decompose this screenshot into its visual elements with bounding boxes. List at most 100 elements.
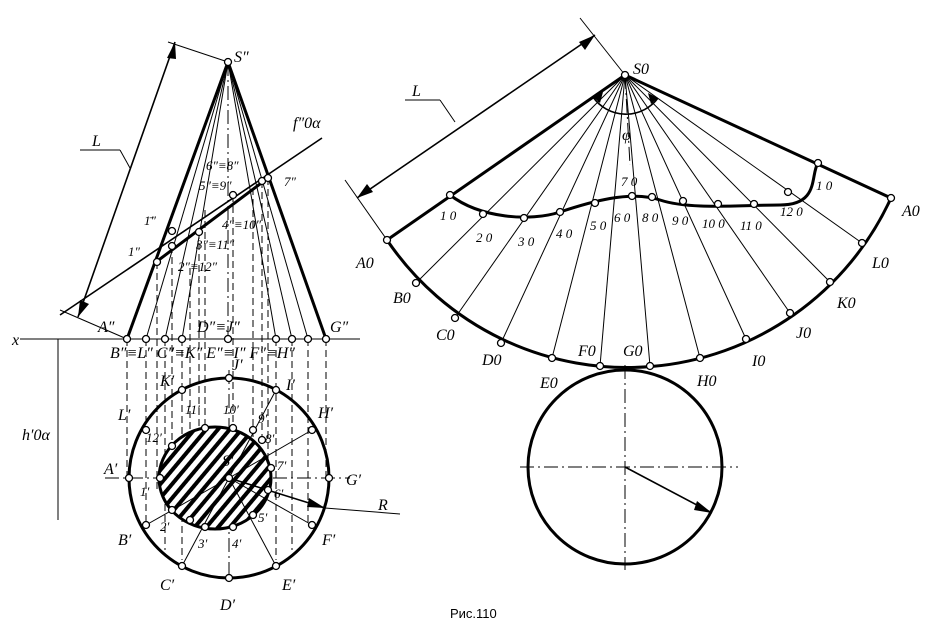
label-arc-6: G0 bbox=[623, 343, 643, 360]
label-curve-6: 7 0 bbox=[621, 174, 638, 189]
label-inner-4: 5′ bbox=[258, 510, 268, 525]
top-outer-points bbox=[124, 373, 334, 583]
dev-ext-left bbox=[344, 179, 388, 241]
label-outer-6: G′ bbox=[346, 472, 362, 489]
label-arc-12: A0 bbox=[901, 203, 920, 220]
development-section-curve bbox=[449, 162, 820, 219]
label-arc-7: H0 bbox=[696, 373, 717, 390]
L-leader bbox=[119, 149, 131, 169]
label-curve-5: 6 0 bbox=[614, 210, 631, 225]
label-outer-11: L′ bbox=[117, 407, 131, 424]
label-x-axis: x bbox=[11, 332, 19, 349]
label-outer-5: F′ bbox=[321, 532, 336, 549]
label-trace-top: h′0α bbox=[22, 427, 51, 444]
label-section-4: 3″≡11″ bbox=[195, 237, 235, 252]
label-outer-2: C′ bbox=[160, 577, 175, 594]
figure-caption: Рис.110 bbox=[450, 606, 497, 621]
label-apex-dev: S0 bbox=[633, 61, 649, 78]
label-base-right: G″ bbox=[330, 319, 349, 336]
label-section-6: 1″ bbox=[128, 244, 141, 259]
development-arc-points bbox=[382, 70, 896, 371]
label-outer-3: D′ bbox=[219, 597, 236, 614]
label-arc-10: K0 bbox=[836, 295, 856, 312]
label-inner-8: 9′ bbox=[258, 411, 268, 426]
label-length-front: L bbox=[91, 133, 101, 150]
label-curve-2: 3 0 bbox=[517, 234, 535, 249]
label-outer-7: H′ bbox=[317, 405, 334, 422]
top-inner-points bbox=[155, 423, 276, 532]
label-section-3: 4″≡10″ bbox=[222, 217, 262, 232]
label-curve-11: 12 0 bbox=[780, 204, 803, 219]
label-outer-0: A′ bbox=[103, 461, 118, 478]
development-axis bbox=[624, 74, 631, 166]
label-outer-1: B′ bbox=[118, 532, 132, 549]
label-outer-8: I′ bbox=[285, 377, 295, 394]
label-section-7: 1̄″ bbox=[144, 213, 157, 228]
extension-line-bottom bbox=[59, 309, 128, 340]
label-inner-2: 3′ bbox=[197, 536, 208, 551]
label-outer-9: J′ bbox=[232, 357, 243, 374]
label-arc-11: L0 bbox=[871, 255, 889, 272]
label-inner-5: 6′ bbox=[274, 486, 284, 501]
dev-ext-right bbox=[579, 17, 626, 76]
label-curve-9: 10 0 bbox=[702, 216, 725, 231]
label-curve-1: 2 0 bbox=[476, 230, 493, 245]
label-inner-1: 2′ bbox=[160, 519, 170, 534]
label-arc-3: D0 bbox=[481, 352, 502, 369]
label-arc-1: B0 bbox=[393, 290, 411, 307]
label-base-row: B″≡L″ C″≡K″ E″≡I″ F″≡H″ bbox=[110, 345, 295, 362]
label-apex-front: S″ bbox=[234, 49, 249, 66]
label-arc-9: J0 bbox=[796, 325, 811, 342]
label-outer-4: E′ bbox=[281, 577, 296, 594]
label-section-5: 2″≡12″ bbox=[178, 259, 218, 274]
label-base-mid: D″≡J″ bbox=[196, 319, 240, 336]
label-radius: R bbox=[377, 497, 388, 514]
label-angle: φ bbox=[622, 127, 631, 144]
label-curve-4: 5 0 bbox=[590, 218, 607, 233]
label-inner-10: 11′ bbox=[185, 402, 200, 417]
label-outer-10: K′ bbox=[159, 373, 175, 390]
cone-generators bbox=[145, 61, 309, 340]
development-view: S0 φ L A0 B0 C0 D0 E0 F0 G0 H0 I0 J0 K0 … bbox=[344, 17, 920, 570]
label-section-2: 7″ bbox=[284, 174, 297, 189]
dev-L-leader bbox=[439, 99, 456, 123]
label-base-left: A″ bbox=[97, 319, 115, 336]
label-inner-6: 7′ bbox=[277, 458, 287, 473]
development-curve-points bbox=[445, 158, 823, 223]
development-generators bbox=[415, 74, 863, 367]
label-inner-7: 8′ bbox=[265, 431, 275, 446]
label-section-0: 6″≡8″ bbox=[206, 158, 239, 173]
label-trace-front: f″0α bbox=[293, 115, 321, 132]
label-inner-9: 10′ bbox=[223, 402, 239, 417]
R-leader bbox=[324, 507, 401, 515]
development-edge-left bbox=[386, 73, 626, 242]
label-arc-8: I0 bbox=[751, 353, 765, 370]
development-length-dim bbox=[356, 34, 596, 199]
section-plane-trace bbox=[59, 137, 323, 316]
label-section-1: 5″≡9″ bbox=[199, 178, 232, 193]
label-curve-0: 1 0 bbox=[440, 208, 457, 223]
development-edge-right bbox=[624, 73, 892, 200]
label-inner-0: 1′ bbox=[140, 484, 150, 499]
cone-left-edge bbox=[125, 61, 230, 340]
label-curve-10: 11 0 bbox=[740, 218, 762, 233]
label-center-top: S′ bbox=[222, 453, 234, 470]
label-length-dev: L bbox=[411, 83, 421, 100]
label-curve-7: 8 0 bbox=[642, 210, 659, 225]
label-curve-12: 1 0 bbox=[816, 178, 833, 193]
label-arc-4: E0 bbox=[539, 375, 558, 392]
front-section-points bbox=[152, 57, 273, 267]
cone-right-edge bbox=[226, 61, 328, 340]
label-inner-11: 12′ bbox=[146, 430, 162, 445]
angle-arc bbox=[592, 96, 659, 115]
label-arc-0: A0 bbox=[355, 255, 374, 272]
label-curve-3: 4 0 bbox=[556, 226, 573, 241]
length-dimension-line bbox=[77, 41, 176, 318]
label-arc-2: C0 bbox=[436, 327, 455, 344]
label-arc-5: F0 bbox=[577, 343, 596, 360]
extension-line-top bbox=[167, 41, 229, 63]
top-view: S′ h′0α R A′ B′ C′ D′ E′ F′ G′ H′ I′ J′ … bbox=[22, 357, 401, 614]
front-base-points bbox=[122, 334, 331, 344]
label-curve-8: 9 0 bbox=[672, 213, 689, 228]
